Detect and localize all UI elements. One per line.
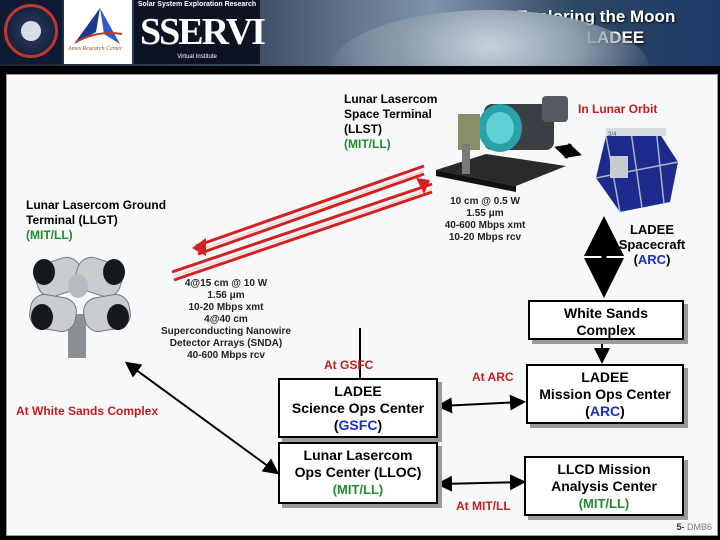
lloc-box: Lunar Lasercom Ops Center (LLOC) (MIT/LL… bbox=[278, 442, 438, 504]
paren-open: ( bbox=[633, 252, 638, 267]
paren-close: ) bbox=[377, 417, 383, 433]
lloc-org: (MIT/LL) bbox=[332, 482, 384, 497]
author-code: DMB6 bbox=[686, 522, 712, 532]
lloc-line-2: Ops Center (LLOC) bbox=[294, 464, 422, 480]
ladee-spacecraft-label: LADEE Spacecraft (ARC) bbox=[614, 222, 690, 267]
llst-line-1: Lunar Lasercom bbox=[344, 92, 438, 106]
ladee-spacecraft-illustration: 3/4 bbox=[595, 127, 679, 213]
slide-footer: 5- DMB6 bbox=[676, 522, 712, 532]
servi-logo bbox=[134, 0, 260, 64]
sservi-mission-patch bbox=[0, 0, 62, 64]
llgt-spec: 4@15 cm @ 10 W bbox=[184, 278, 268, 289]
white-sands-box: White Sands Complex bbox=[528, 300, 684, 340]
white-sands-line-2: Complex bbox=[576, 322, 636, 338]
llgt-org: (MIT/LL) bbox=[26, 228, 73, 242]
llst-spec: 40-600 Mbps xmt bbox=[444, 220, 526, 231]
llst-label: Lunar Lasercom Space Terminal (LLST) (MI… bbox=[344, 92, 437, 152]
mission-ops-center-box: LADEE Mission Ops Center (ARC) bbox=[526, 364, 684, 424]
mission-ops-line-2: Mission Ops Center bbox=[539, 386, 671, 402]
mission-ops-org-line: (ARC) bbox=[528, 403, 682, 420]
ames-logo: Ames Research Center bbox=[64, 0, 132, 64]
at-arc-label: At ARC bbox=[472, 370, 514, 384]
science-ops-org-line: (GSFC) bbox=[280, 417, 436, 434]
llgt-spec: Detector Arrays (SNDA) bbox=[169, 338, 283, 349]
header-banner: Ames Research Center Solar System Explor… bbox=[0, 0, 720, 66]
llst-line-2: Space Terminal bbox=[344, 107, 432, 121]
white-sands-line-1: White Sands bbox=[563, 305, 648, 321]
at-white-sands-label: At White Sands Complex bbox=[16, 404, 159, 418]
in-lunar-orbit-label: In Lunar Orbit bbox=[578, 102, 658, 116]
servi-top-text: Solar System Exploration Research bbox=[137, 1, 257, 8]
laser-beams bbox=[171, 164, 433, 282]
llst-ladee-connector bbox=[554, 142, 582, 160]
diagram-connectors: 3/4 bbox=[29, 96, 679, 492]
at-mitll-label: At MIT/LL bbox=[456, 499, 511, 513]
servi-sub-text: Virtual Institute bbox=[177, 54, 217, 60]
llst-spec: 10-20 Mbps rcv bbox=[448, 232, 522, 243]
llgt-specs: 4@15 cm @ 10 W 1.56 μm 10-20 Mbps xmt 4@… bbox=[146, 278, 306, 362]
title-line-1: Exploring the Moon bbox=[516, 7, 676, 26]
llgt-spec: 1.56 μm bbox=[207, 290, 245, 301]
ladee-org-line: (ARC) bbox=[614, 252, 690, 267]
paren-open: ( bbox=[333, 417, 339, 433]
lloc-llcd-connector bbox=[436, 474, 526, 492]
servi-logo-text: SSERVI bbox=[140, 11, 266, 53]
llcd-line-1: LLCD Mission bbox=[557, 461, 651, 477]
llst-terminal-illustration bbox=[436, 96, 568, 192]
page-number: 5- bbox=[676, 522, 685, 532]
llst-specs: 10 cm @ 0.5 W 1.55 μm 40-600 Mbps xmt 10… bbox=[426, 196, 544, 244]
llst-spec: 1.55 μm bbox=[466, 208, 504, 219]
llst-line-3: (LLST) bbox=[344, 122, 382, 136]
llst-org: (MIT/LL) bbox=[344, 137, 391, 151]
paren-close: ) bbox=[620, 403, 625, 419]
lloc-line-1: Lunar Lasercom bbox=[303, 447, 413, 463]
llcd-line-2: Analysis Center bbox=[551, 478, 657, 494]
science-ops-org: GSFC bbox=[338, 417, 378, 433]
llgt-spec: 10-20 Mbps xmt bbox=[188, 302, 264, 313]
ladee-line-1: LADEE bbox=[629, 222, 675, 237]
page-title: Exploring the Moon with LADEE bbox=[486, 6, 706, 48]
llgt-line-1: Lunar Lasercom Ground bbox=[26, 198, 167, 212]
llgt-line-2: Terminal (LLGT) bbox=[26, 213, 118, 227]
ames-text: Ames Research Center bbox=[68, 46, 123, 52]
science-ops-line-1: LADEE bbox=[334, 383, 382, 399]
at-gsfc-label: At GSFC bbox=[324, 358, 374, 372]
llgt-label: Lunar Lasercom Ground Terminal (LLGT) (M… bbox=[26, 198, 166, 243]
title-line-2: with LADEE bbox=[547, 28, 645, 47]
llgt-spec: Superconducting Nanowire bbox=[160, 326, 291, 337]
diagram-area: 3/4 bbox=[6, 74, 718, 536]
llgt-spec: 40-600 Mbps rcv bbox=[187, 350, 265, 361]
science-ops-line-2: Science Ops Center bbox=[291, 400, 425, 416]
paren-close: ) bbox=[666, 252, 671, 267]
llcd-mission-analysis-box: LLCD Mission Analysis Center (MIT/LL) bbox=[524, 456, 684, 516]
llst-spec: 10 cm @ 0.5 W bbox=[450, 196, 520, 207]
ladee-org: ARC bbox=[637, 252, 667, 267]
ladee-line-2: Spacecraft bbox=[618, 237, 686, 252]
llgt-spec: 4@40 cm bbox=[204, 314, 248, 325]
mission-ops-line-1: LADEE bbox=[581, 369, 629, 385]
llgt-telescopes-illustration bbox=[29, 256, 131, 358]
llgt-lloc-connector bbox=[124, 361, 280, 475]
science-mission-connector bbox=[436, 394, 526, 414]
mission-ops-org: ARC bbox=[589, 403, 621, 419]
llcd-org: (MIT/LL) bbox=[578, 496, 630, 511]
svg-text:3/4: 3/4 bbox=[608, 132, 617, 138]
science-ops-center-box: LADEE Science Ops Center (GSFC) bbox=[278, 378, 438, 438]
paren-open: ( bbox=[585, 403, 590, 419]
